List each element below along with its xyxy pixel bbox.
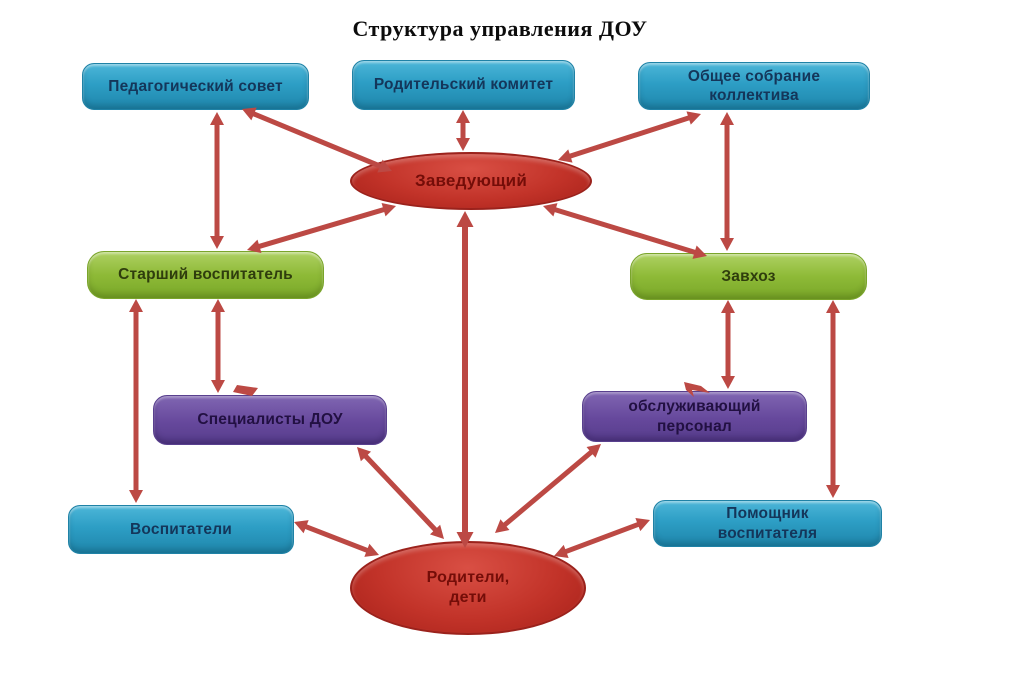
node-sobranie: Общее собрание коллектива (638, 62, 870, 110)
node-pedsovet: Педагогический совет (82, 63, 309, 110)
node-vospitateli: Воспитатели (68, 505, 294, 554)
node-label-pedsovet: Педагогический совет (108, 77, 283, 95)
arrow-starshiy-zaveduyushchiy (247, 202, 396, 254)
node-zavkhoz: Завхоз (630, 253, 867, 300)
node-label-pomoshchnik: Помощник воспитателя (717, 505, 818, 542)
node-label-vospitateli: Воспитатели (130, 520, 232, 538)
arrow-starshiy-vospitateli (129, 299, 143, 503)
node-label-starshiy: Старший воспитатель (118, 266, 293, 284)
node-label-specialisty: Специалисты ДОУ (197, 411, 343, 429)
arrow-rodkomitet-zaveduyushchiy (456, 110, 470, 151)
node-zaveduyushchiy: Заведующий (350, 152, 592, 210)
node-label-zavkhoz: Завхоз (721, 267, 776, 285)
node-label-zaveduyushchiy: Заведующий (414, 171, 527, 191)
arrow-obsluzhivayushchiy-roditeli (495, 444, 601, 533)
arrow-zaveduyushchiy-sobranie (558, 111, 701, 163)
arrow-pedsovet-starshiy (210, 112, 224, 249)
node-specialisty: Специалисты ДОУ (153, 395, 387, 445)
node-starshiy: Старший воспитатель (87, 251, 324, 299)
arrow-zaveduyushchiy-zavkhoz (543, 203, 707, 259)
node-pomoshchnik: Помощник воспитателя (653, 500, 882, 547)
arrow-sobranie-zavkhoz (720, 112, 734, 251)
arrow-zavkhoz-obsluzhivayushchiy (721, 300, 735, 389)
node-rodkomitet: Родительский комитет (352, 60, 575, 110)
node-label-rodkomitet: Родительский комитет (373, 76, 554, 94)
node-obsluzhivayushchiy: обслуживающий персонал (582, 391, 807, 442)
arrow-roditeli-pomoshchnik (554, 518, 650, 558)
node-roditeli: Родители, дети (350, 541, 586, 635)
diagram-title: Структура управления ДОУ (352, 16, 648, 41)
arrow-pedsovet-zaveduyushchiy (242, 107, 392, 173)
arrow-zaveduyushchiy-roditeli (456, 211, 474, 548)
arrow-starshiy-specialisty (211, 299, 225, 393)
arrow-vospitateli-roditeli (294, 520, 379, 557)
arrow-zavkhoz-pomoshchnik (826, 300, 840, 498)
arrow-specialisty-roditeli (357, 447, 444, 539)
node-label-obsluzhivayushchiy: обслуживающий персонал (628, 398, 761, 435)
node-label-sobranie: Общее собрание коллектива (687, 67, 821, 104)
node-label-roditeli: Родители, дети (426, 569, 510, 606)
